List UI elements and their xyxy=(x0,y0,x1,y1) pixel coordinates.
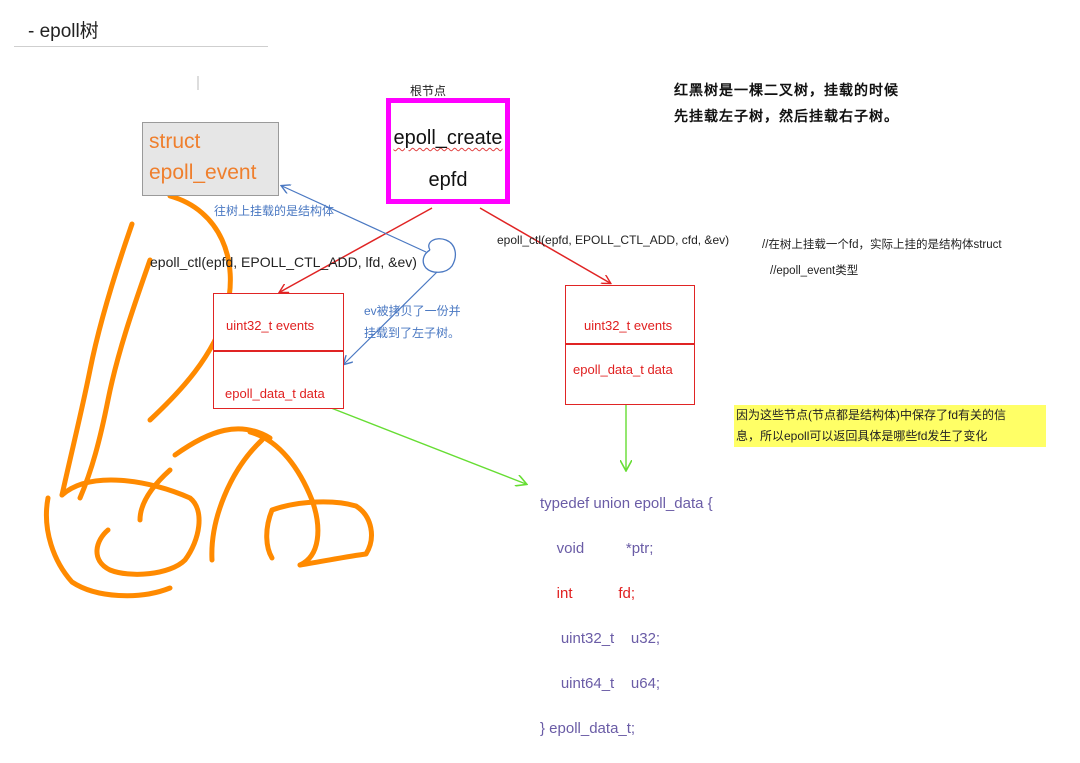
epoll-ctl-left-call: epoll_ctl(epfd, EPOLL_CTL_ADD, lfd, &ev) xyxy=(150,254,417,270)
epoll-ctl-right-call: epoll_ctl(epfd, EPOLL_CTL_ADD, cfd, &ev) xyxy=(497,233,730,247)
arrow-left-data-to-code xyxy=(325,405,526,484)
code-line-3: int fd; xyxy=(540,584,636,602)
edge-root-to-left xyxy=(280,207,433,292)
right-comment-line1: //在树上挂载一个fd，实际上挂的是结构体struct xyxy=(762,239,1002,251)
ev-copy-line1: ev被拷贝了一份并 xyxy=(364,304,461,318)
title-underline xyxy=(14,46,268,47)
code-line-2: void *ptr; xyxy=(540,539,654,557)
epoll-data-union-code: typedef union epoll_data { void *ptr; in… xyxy=(540,470,713,763)
epfd-label: epfd xyxy=(428,169,468,191)
edge-root-to-right xyxy=(479,207,610,283)
left-tree-node: uint32_t events epoll_data_t data xyxy=(213,293,344,409)
ev-circle xyxy=(422,238,457,273)
right-node-events: uint32_t events xyxy=(584,318,673,333)
arrow-ev-to-left-node xyxy=(344,271,438,364)
yellow-note-line1: 因为这些节点(节点都是结构体)中保存了fd有关的信 xyxy=(736,408,1007,422)
left-node-events: uint32_t events xyxy=(226,318,315,333)
root-node-label: 根节点 xyxy=(410,84,447,98)
ev-copy-line2: 挂载到了左子树。 xyxy=(364,326,461,340)
code-line-4: uint32_t u32; xyxy=(540,629,661,647)
epoll-return-note: 因为这些节点(节点都是结构体)中保存了fd有关的信 息，所以epoll可以返回具… xyxy=(734,405,1046,447)
ev-copy-note: ev被拷贝了一份并 挂载到了左子树。 xyxy=(364,300,461,344)
struct-epoll-event-box: struct epoll_event xyxy=(142,122,279,196)
page-title: - epoll树 xyxy=(28,21,99,42)
arrow-ev-to-struct xyxy=(282,186,427,253)
root-node: epoll_create epfd xyxy=(386,98,510,204)
struct-keyword: struct xyxy=(149,130,201,153)
code-line-6: } epoll_data_t; xyxy=(540,719,636,737)
mount-struct-note: 往树上挂载的是结构体 xyxy=(214,204,335,218)
struct-name: epoll_event xyxy=(149,161,257,184)
right-tree-node: uint32_t events epoll_data_t data xyxy=(565,285,695,405)
left-node-data: epoll_data_t data xyxy=(225,386,325,401)
yellow-note-line2: 息，所以epoll可以返回具体是哪些fd发生了变化 xyxy=(736,429,988,443)
code-line-5: uint64_t u64; xyxy=(540,674,661,692)
code-line-1: typedef union epoll_data { xyxy=(540,494,713,512)
rbtree-note-line1: 红黑树是一棵二叉树，挂载的时候 xyxy=(674,83,899,99)
rbtree-note: 红黑树是一棵二叉树，挂载的时候 先挂载左子树，然后挂载右子树。 xyxy=(674,78,899,130)
rbtree-note-line2: 先挂载左子树，然后挂载右子树。 xyxy=(674,109,899,125)
right-comment-line2: //epoll_event类型 xyxy=(770,265,859,277)
right-node-data: epoll_data_t data xyxy=(573,362,673,377)
epoll-create-label: epoll_create xyxy=(393,127,503,149)
